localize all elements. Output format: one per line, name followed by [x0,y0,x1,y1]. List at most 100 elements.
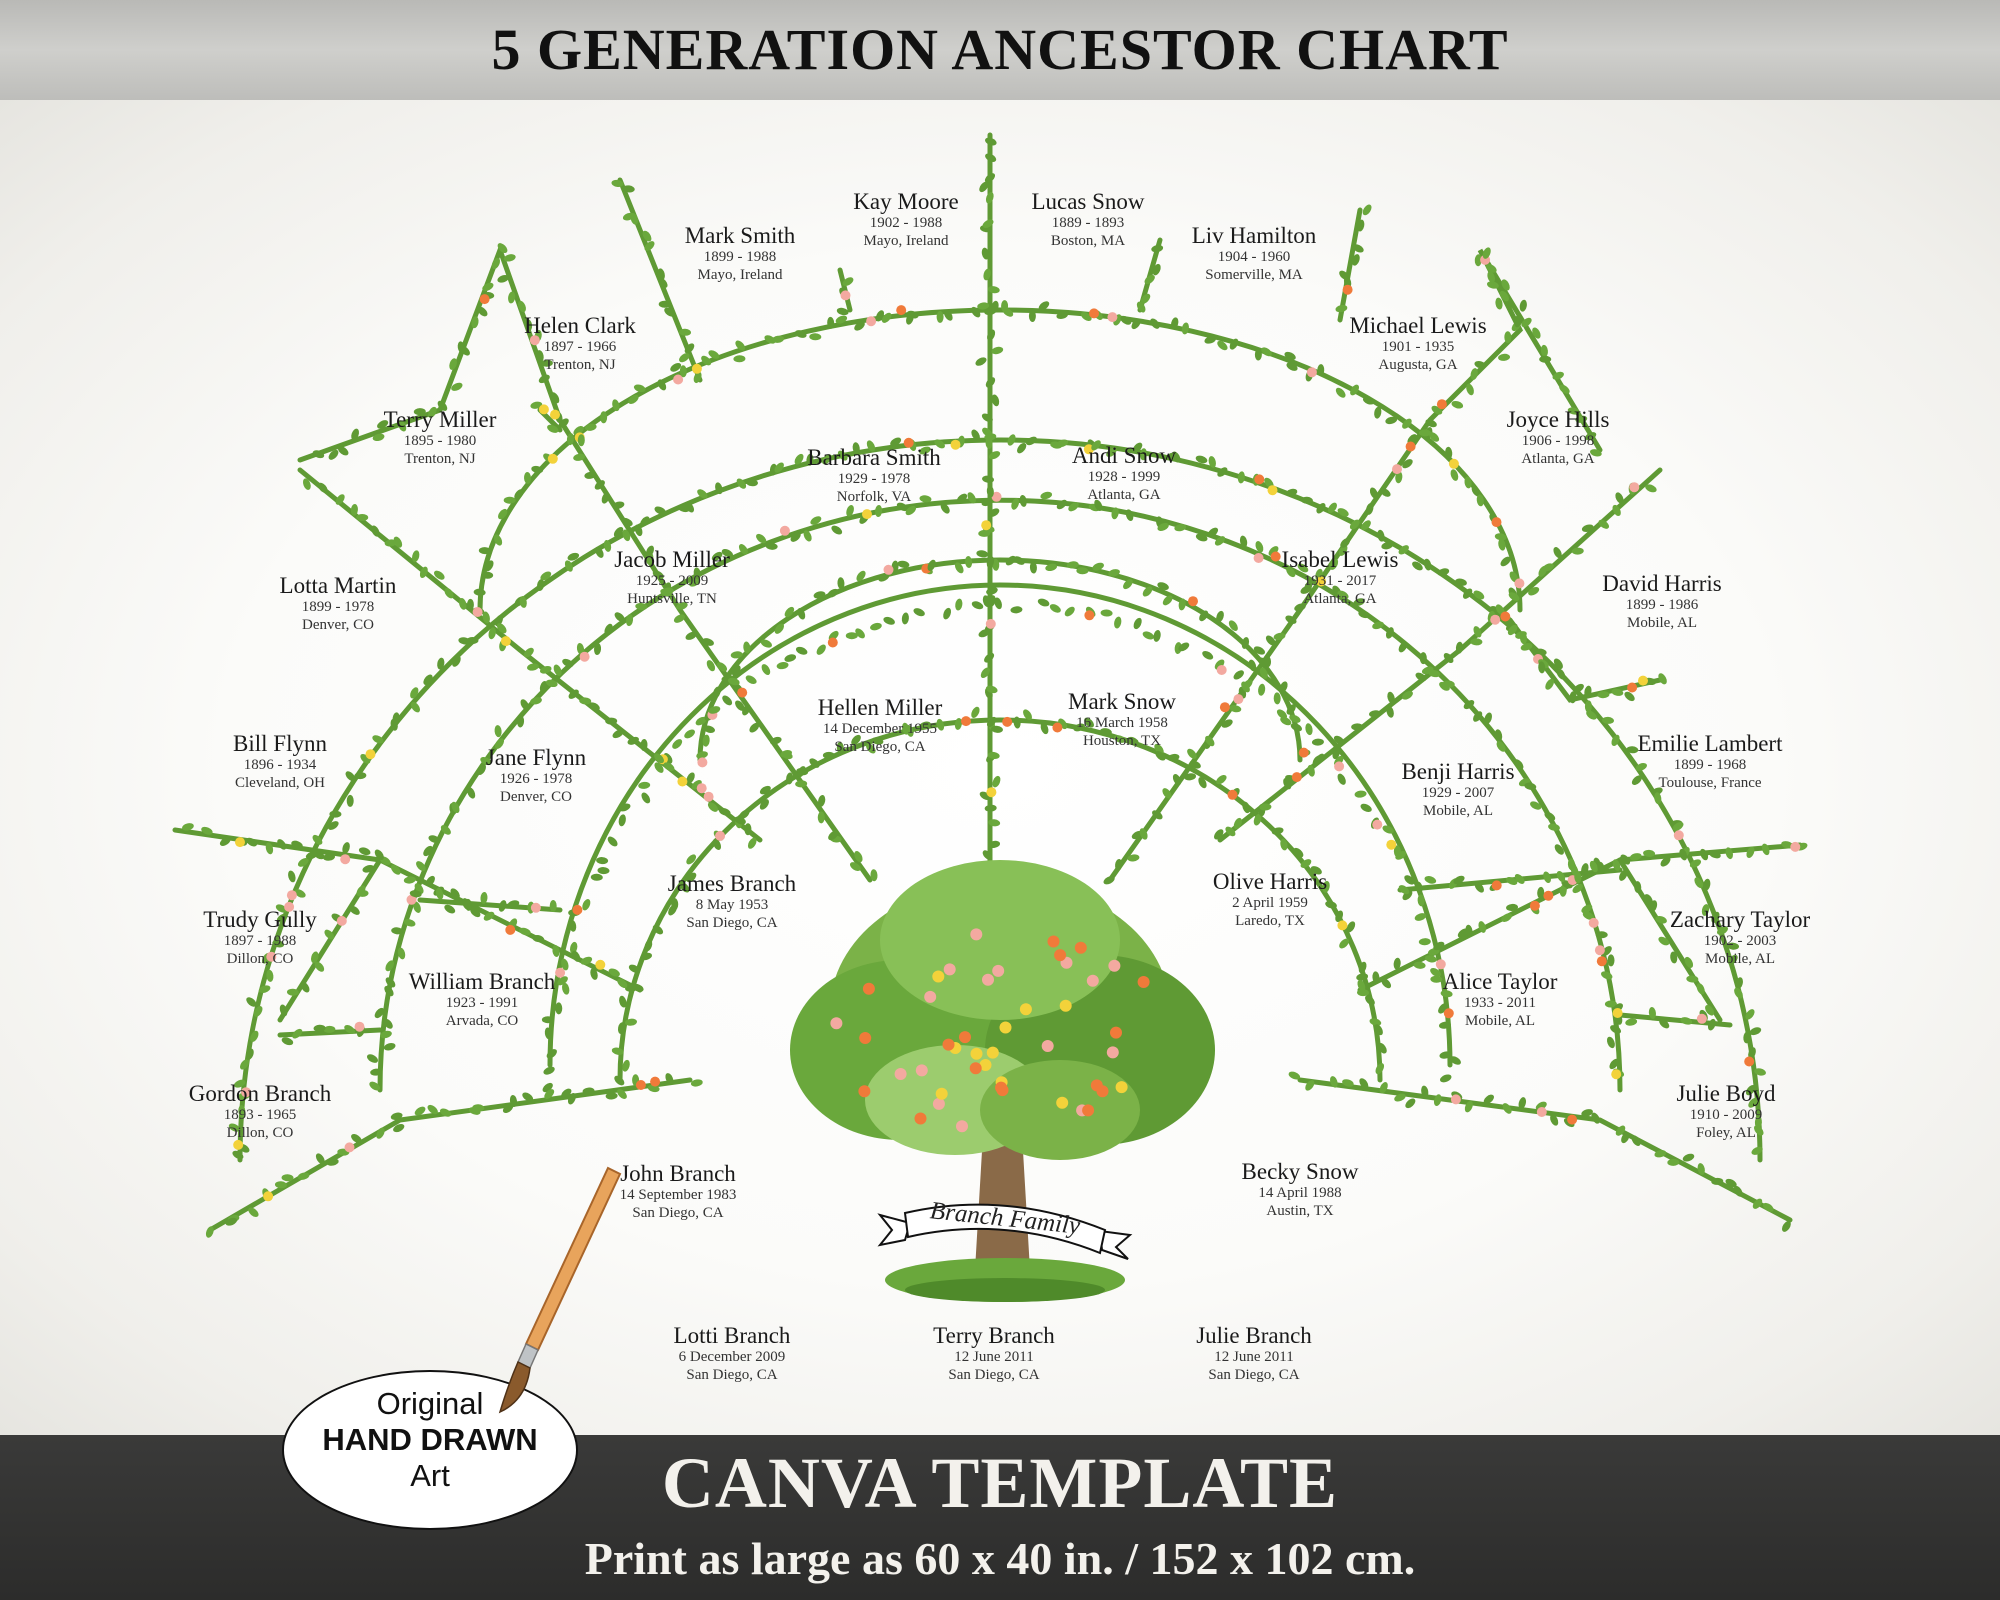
vine-leaf [313,1024,326,1032]
vine-leaf [1781,841,1793,849]
person-emilie-lambert: Emilie Lambert 1899 - 1968 Toulouse, Fra… [1580,730,1840,793]
vine-leaf [484,560,494,572]
vine-leaf [693,371,702,384]
vine-leaf [992,775,1001,788]
vine-leaf [1443,653,1454,664]
vine-leaf [986,556,995,569]
canopy-flower [956,1120,968,1133]
vine-leaf [1524,782,1537,790]
vine-flower [1627,682,1638,693]
vine-flower [1491,517,1502,528]
vine-leaf [540,359,553,367]
vine-leaf [1415,881,1423,894]
vine-leaf [362,864,375,873]
vine-leaf [842,277,854,286]
vine-leaf [1157,582,1169,591]
vine-leaf [1142,631,1154,640]
vine-leaf [795,780,808,788]
vine-leaf [982,475,994,483]
vine-leaf [1352,244,1364,253]
vine-leaf [1195,533,1208,542]
vine-leaf [225,1217,238,1226]
vine-leaf [634,524,643,537]
vine-leaf [1586,710,1597,720]
vine-leaf [279,1004,288,1017]
vine-leaf [770,736,782,745]
vine-leaf [1745,1085,1756,1096]
vine-leaf [238,1105,246,1118]
vine-leaf [391,927,404,935]
vine-leaf [1386,705,1394,718]
person-place: Mayo, Ireland [697,266,783,283]
vine-leaf [1782,1221,1791,1232]
vine-leaf [1285,488,1298,497]
vine-flower [1443,1008,1454,1019]
vine-leaf [982,427,993,437]
vine-leaf [1381,542,1394,550]
vine-leaf [1429,432,1440,442]
person-jane-flynn: Jane Flynn 1926 - 1978 Denver, CO [406,744,666,807]
person-dates: 1902 - 1988 [869,215,943,232]
vine-leaf [601,492,610,504]
person-dates: 12 June 2011 [1214,1349,1294,1366]
vine-leaf [547,424,559,433]
canopy-flower [995,1081,1008,1094]
vine-leaf [734,816,746,825]
vine-leaf [1711,911,1720,923]
vine-leaf [1727,954,1738,965]
vine-twig-r10 [1337,207,1363,323]
vine-leaf [617,978,628,989]
vine-flower [1490,614,1501,625]
vine-flower [1405,441,1416,452]
person-place: Mobile, AL [1465,1012,1535,1029]
vine-leaf [1700,848,1709,861]
vine-leaf [1626,746,1639,754]
vine-flower [500,636,511,647]
person-mark-smith: Mark Smith 1899 - 1988 Mayo, Ireland [610,222,870,285]
vine-leaf [1338,544,1348,556]
vine-leaf [784,606,795,618]
vine-leaf [1127,736,1139,745]
vine-leaf [744,823,752,836]
vine-leaf [1115,858,1123,871]
vine-leaf [1418,938,1431,946]
vine-leaf [228,1123,241,1132]
vine-leaf [1433,1094,1442,1107]
vine-leaf [1762,1202,1774,1212]
vine-leaf [828,830,839,841]
person-dates: 1897 - 1966 [543,339,617,356]
vine-leaf [809,758,820,768]
vine-leaf [286,988,299,996]
vine-leaf [1573,683,1584,693]
vine-leaf [503,496,516,504]
canopy-flower [932,1097,945,1110]
vine-leaf [240,1059,250,1070]
person-lotta-martin: Lotta Martin 1899 - 1978 Denver, CO [208,572,468,635]
vine-leaf [281,1174,294,1182]
vine-leaf [1068,502,1079,512]
vine-leaf [1300,859,1312,868]
vine-leaf [1329,558,1339,570]
vine-leaf [1286,566,1296,578]
canopy-flower [986,1046,999,1059]
vine-leaf [1679,848,1688,861]
vine-leaf [976,550,989,558]
vine-leaf [538,374,550,384]
vine-leaf [619,803,631,812]
vine-leaf [936,718,945,731]
person-place: Dillon, CO [226,950,294,967]
vine-leaf [1393,957,1401,970]
vine-leaf [466,637,479,645]
canopy-flower [830,1017,843,1030]
canopy-flower [982,973,994,986]
vine-leaf [686,854,697,865]
vine-leaf [1670,951,1678,964]
vine-leaf [982,219,994,229]
vine-leaf [385,960,395,972]
vine-leaf [719,808,731,816]
vine-leaf [1374,406,1382,419]
vine-leaf [1559,384,1570,394]
vine-leaf [794,330,807,338]
vine-leaf [813,591,826,599]
vine-leaf [494,614,503,627]
